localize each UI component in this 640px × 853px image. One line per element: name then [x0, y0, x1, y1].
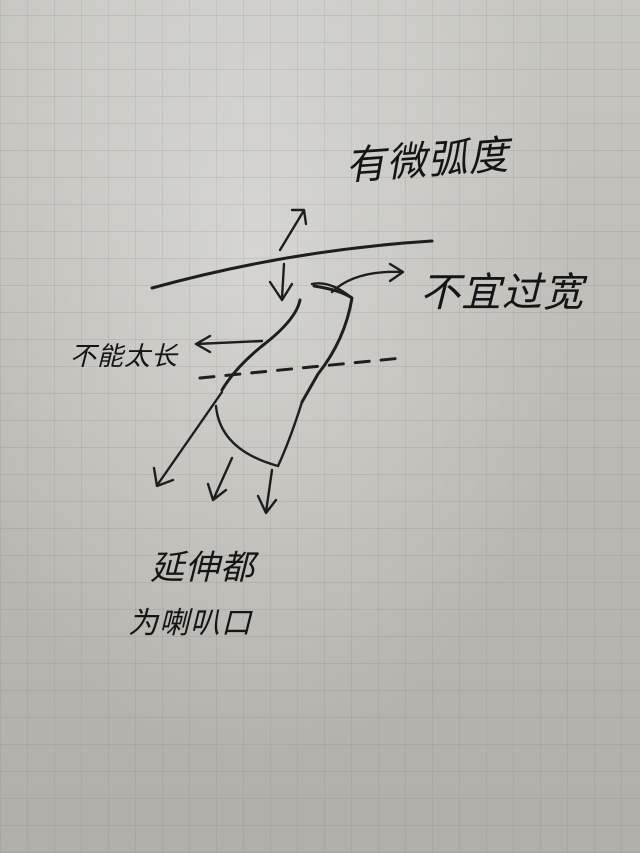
cut-dashed-line — [198, 356, 404, 380]
width-arrow — [330, 262, 405, 294]
flare-arrow-middle — [206, 456, 234, 502]
top-bar-line — [150, 239, 434, 290]
width-note: 不宜过宽 — [420, 270, 584, 316]
down-arrow — [268, 262, 294, 302]
curvature-note: 有微弧度 — [343, 132, 511, 190]
flare-inner-curve — [214, 404, 280, 468]
curvature-arrow — [278, 208, 308, 252]
flare-note-line1: 延伸都 — [150, 548, 255, 588]
flare-note-line2: 为喇叭口 — [128, 606, 252, 641]
flare-arrow-left — [152, 390, 224, 488]
stem-top-cap — [310, 282, 354, 300]
length-note: 不能太长 — [70, 342, 179, 372]
flare-arrow-right — [256, 468, 278, 515]
stem-right-edge — [300, 284, 354, 404]
stem-left-edge — [220, 298, 302, 392]
flare-right-line — [276, 400, 304, 468]
length-arrow — [194, 334, 264, 354]
